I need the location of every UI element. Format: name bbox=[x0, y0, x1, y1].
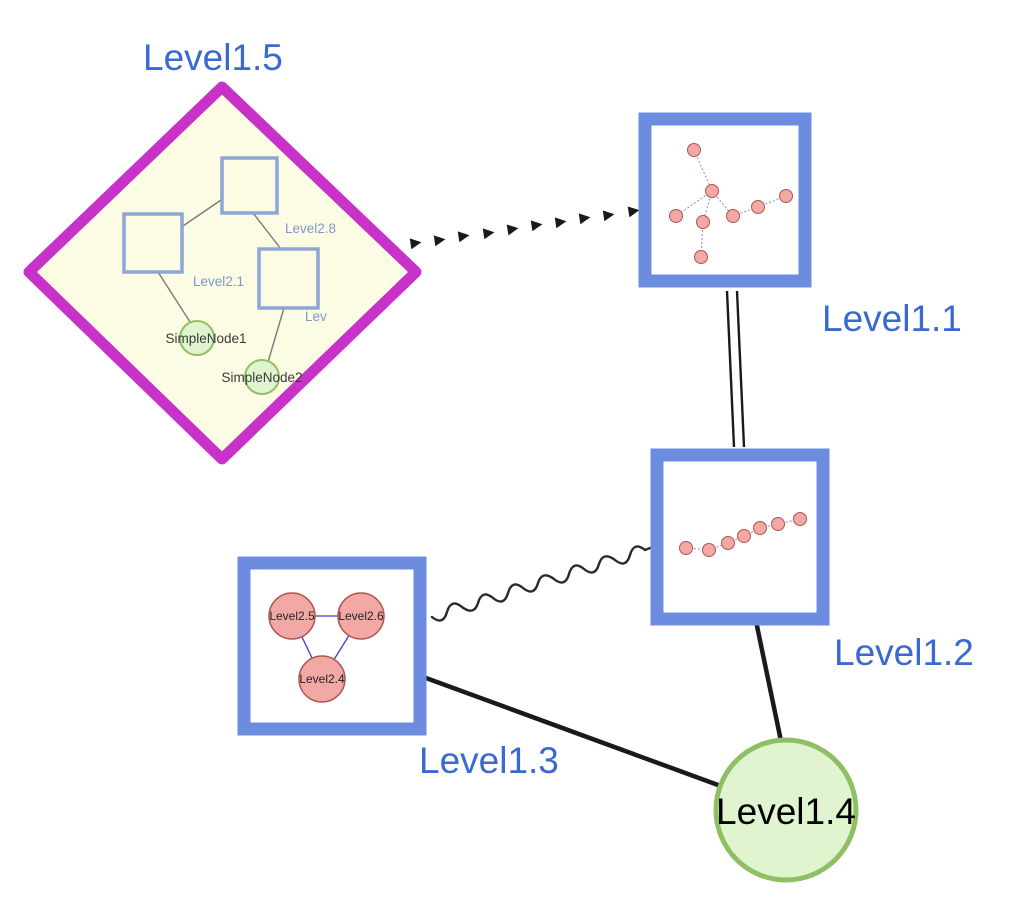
node-level13-square[interactable]: Level2.5 Level2.6 Level2.4 bbox=[237, 556, 427, 736]
node-level15-diamond[interactable]: Level2.8 Level2.1 Lev SimpleNode1 Simple… bbox=[23, 81, 422, 465]
label-level21: Level2.1 bbox=[193, 274, 244, 289]
mini-graph-edge bbox=[693, 149, 713, 192]
label-level26: Level2.6 bbox=[338, 609, 384, 623]
edge-level13-level14[interactable] bbox=[423, 675, 721, 788]
label-level12: Level1.2 bbox=[834, 632, 974, 673]
inner-edge-lev-simplenode2 bbox=[267, 307, 285, 363]
node-lev[interactable] bbox=[257, 247, 320, 310]
inner-edge-level28-lev bbox=[252, 212, 282, 250]
edge-level15-level11[interactable] bbox=[385, 206, 640, 254]
inner-edge-level21-simplenode1 bbox=[157, 271, 193, 326]
edge-level13-level12[interactable] bbox=[430, 545, 652, 622]
node-level14-circle[interactable]: Level1.4 bbox=[713, 737, 859, 883]
label-level24: Level2.4 bbox=[299, 672, 345, 686]
node-level11-square[interactable] bbox=[638, 112, 812, 288]
node-simplenode1[interactable] bbox=[179, 320, 215, 356]
label-simplenode2: SimpleNode2 bbox=[221, 370, 302, 385]
mini-graph-node[interactable] bbox=[696, 215, 710, 229]
level12-mini-graph bbox=[679, 512, 807, 557]
node-level25[interactable] bbox=[268, 592, 316, 640]
edge-level11-level12[interactable] bbox=[725, 290, 746, 448]
mini-graph-edge bbox=[727, 535, 745, 544]
edge-level12-level14[interactable] bbox=[754, 623, 784, 744]
label-lev: Lev bbox=[305, 309, 327, 324]
label-level11: Level1.1 bbox=[822, 298, 962, 339]
label-level25: Level2.5 bbox=[269, 609, 315, 623]
mini-graph-node[interactable] bbox=[753, 521, 767, 535]
mini-graph-node[interactable] bbox=[737, 529, 751, 543]
level11-frame[interactable] bbox=[638, 112, 812, 288]
node-level12-square[interactable] bbox=[650, 448, 830, 626]
mini-graph-node[interactable] bbox=[721, 536, 735, 550]
mini-graph-node[interactable] bbox=[751, 200, 765, 214]
label-level13: Level1.3 bbox=[419, 740, 559, 781]
arrow-chain-edge[interactable] bbox=[385, 206, 640, 254]
mini-graph-edge bbox=[675, 190, 713, 217]
mini-graph-node[interactable] bbox=[694, 250, 708, 264]
diamond-shape[interactable] bbox=[23, 81, 422, 465]
mini-graph-node[interactable] bbox=[687, 143, 701, 157]
mini-graph-edge bbox=[759, 523, 779, 529]
node-simplenode2[interactable] bbox=[244, 359, 280, 395]
mini-graph-node[interactable] bbox=[793, 512, 807, 526]
mini-graph-node[interactable] bbox=[726, 209, 740, 223]
node-level28[interactable] bbox=[220, 156, 279, 215]
level11-mini-graph bbox=[669, 143, 793, 264]
level14-shape[interactable] bbox=[713, 737, 859, 883]
double-line-2 bbox=[735, 290, 746, 448]
label-level15: Level1.5 bbox=[143, 37, 283, 78]
double-line-1 bbox=[725, 290, 736, 448]
node-level21[interactable] bbox=[122, 212, 184, 274]
mini-graph-node[interactable] bbox=[705, 184, 719, 198]
mini-graph-node[interactable] bbox=[779, 189, 793, 203]
label-simplenode1: SimpleNode1 bbox=[165, 331, 246, 346]
mini-graph-node[interactable] bbox=[679, 541, 693, 555]
node-level24[interactable] bbox=[298, 655, 346, 703]
node-level26[interactable] bbox=[337, 592, 385, 640]
mini-graph-node[interactable] bbox=[669, 209, 683, 223]
mini-graph-edge bbox=[743, 527, 761, 537]
label-level14: Level1.4 bbox=[716, 791, 856, 832]
mini-graph-node[interactable] bbox=[702, 543, 716, 557]
inner-edge-level21-level28 bbox=[179, 197, 225, 229]
level13-frame[interactable] bbox=[237, 556, 427, 736]
label-level28: Level2.8 bbox=[285, 221, 336, 236]
mini-graph-node[interactable] bbox=[771, 517, 785, 531]
